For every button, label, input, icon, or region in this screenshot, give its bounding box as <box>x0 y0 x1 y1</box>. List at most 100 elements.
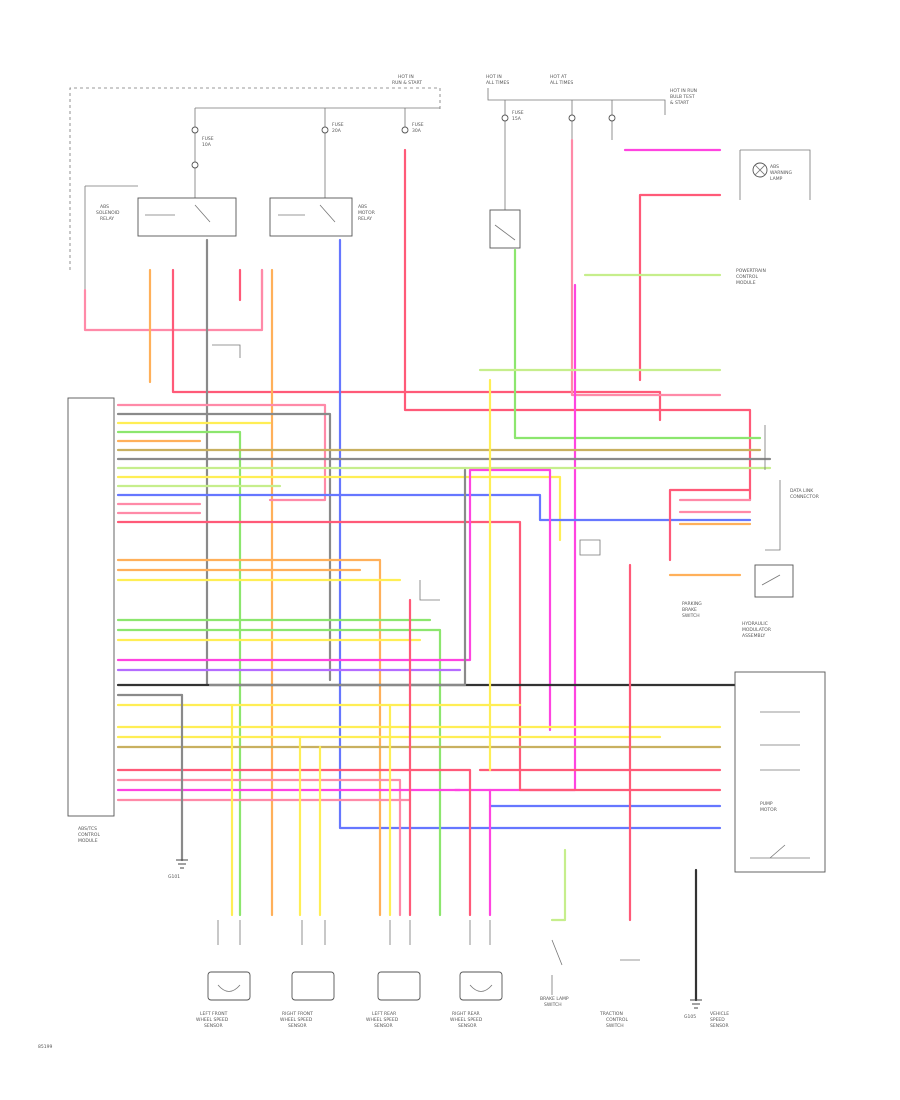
brake-switch-label-2: SWITCH <box>544 1002 562 1008</box>
park-brake-label-2: BRAKE <box>682 607 697 613</box>
ground-g1: G101 <box>168 693 188 880</box>
park-brake-switch: PARKING BRAKE SWITCH <box>682 564 794 619</box>
diagram-code: 85199 <box>38 1044 52 1050</box>
hydraulic-label-3: ASSEMBLY <box>742 633 766 639</box>
fuse-top-d-label-3: & START <box>670 100 689 106</box>
wss-rf-label-3: SENSOR <box>288 1023 307 1029</box>
connector-right-upper: DATA LINK CONNECTOR POWERTRAIN CONTROL M… <box>736 268 819 551</box>
relay-right <box>489 209 521 249</box>
pump-motor-label-1: PUMP <box>760 801 773 807</box>
g2-label: G105 <box>684 1014 696 1020</box>
wss-rf-label-2: WHEEL SPEED <box>280 1017 313 1023</box>
fuse-f4-label-1: FUSE <box>512 110 524 116</box>
wss-lr-label-1: LEFT REAR <box>372 1011 396 1017</box>
wire-ecu-pin2 <box>116 412 332 682</box>
fuse-f2: FUSE 20A <box>321 122 344 134</box>
wss-lr-label-3: SENSOR <box>374 1023 393 1029</box>
pcm-label-1: POWERTRAIN <box>736 268 766 274</box>
g1-label: G101 <box>168 874 180 880</box>
dlc-label-2: CONNECTOR <box>790 494 819 500</box>
wss-left-front: LEFT FRONT WHEEL SPEED SENSOR <box>196 920 251 1029</box>
relay-mid-label-1: ABS <box>358 204 367 210</box>
fuse-top-c-label-1: HOT AT <box>550 74 567 80</box>
fuse-f1-label-2: 10A <box>202 142 212 148</box>
top-power-feeds: HOT IN RUN & START HOT IN ALL TIMES HOT … <box>69 74 697 270</box>
fuse-top-d-label-1: HOT IN RUN <box>670 88 697 94</box>
pump-motor-label-2: MOTOR <box>760 807 777 813</box>
hydraulic-modulator: PUMP MOTOR HYDRAULIC MODULATOR ASSEMBLY <box>734 621 826 873</box>
pcm-label-3: MODULE <box>736 280 756 286</box>
warning-lamp: ABS WARNING LAMP <box>739 149 811 200</box>
warn-lamp-label-3: LAMP <box>770 176 783 182</box>
fuse-group: FUSE 10A FUSE 20A FUSE 30A FUSE 15A <box>191 110 616 169</box>
brake-lamp-switch: BRAKE LAMP SWITCH <box>540 939 569 1008</box>
wss-rr-label-3: SENSOR <box>458 1023 477 1029</box>
warn-lamp-label-1: ABS <box>770 164 779 170</box>
fuse-top-b-label-2: ALL TIMES <box>486 80 509 86</box>
vss-label-2: SPEED <box>710 1017 725 1023</box>
vehicle-speed-sensor: VEHICLE SPEED SENSOR <box>710 1011 729 1029</box>
ground-g2: G105 <box>684 868 702 1020</box>
relay-mid-label-3: RELAY <box>358 216 372 222</box>
relay-left-label-3: RELAY <box>100 216 114 222</box>
traction-sw-label-3: SWITCH <box>606 1023 624 1029</box>
wss-rr-label-1: RIGHT REAR <box>452 1011 480 1017</box>
brake-switch-label-1: BRAKE LAMP <box>540 996 569 1002</box>
wire-pink-fuse <box>570 138 722 397</box>
wire-ecu-pin4 <box>116 430 242 917</box>
hydraulic-label-1: HYDRAULIC <box>742 621 768 627</box>
wire-lightgreen-brake <box>550 848 567 922</box>
relay-left: ABS SOLENOID RELAY <box>84 185 237 330</box>
wss-lf-label-1: LEFT FRONT <box>200 1011 228 1017</box>
wire-green-relay <box>513 248 762 440</box>
vss-label-3: SENSOR <box>710 1023 729 1029</box>
grounds: G101 G105 <box>168 693 702 1020</box>
relay-mid: ABS MOTOR RELAY <box>269 197 375 237</box>
vss-label-1: VEHICLE <box>710 1011 729 1017</box>
wire-red-right <box>668 488 752 562</box>
wire-red-fuse3 <box>403 148 752 502</box>
hydraulic-label-2: MODULATOR <box>742 627 771 633</box>
fuse-f4-label-2: 15A <box>512 116 522 122</box>
ecu-box <box>67 397 115 817</box>
wire-ecu-pin15 <box>116 558 382 917</box>
relay-mid-label-2: MOTOR <box>358 210 375 216</box>
ecu-label-2: CONTROL <box>78 832 100 838</box>
wire-ecu-pin19 <box>116 628 442 917</box>
abs-control-module: ABS/TCS CONTROL MODULE <box>67 397 115 844</box>
wire-gray-loop <box>208 468 467 687</box>
traction-sw-label-1: TRACTION <box>599 1011 623 1017</box>
fuse-top-a-label-1: HOT IN <box>398 74 414 80</box>
hydraulic-modulator-box <box>734 671 826 873</box>
fuse-f3-label-2: 30A <box>412 128 422 134</box>
fuse-f2-label-1: FUSE <box>332 122 344 128</box>
relay-right-box <box>489 209 521 249</box>
wire-red-lamp <box>638 193 722 382</box>
wire-red-main <box>171 268 662 422</box>
wire-blue-bottom <box>338 238 722 830</box>
ecu-label-1: ABS/TCS <box>78 826 97 832</box>
wire-ecu-pin21 <box>116 468 552 732</box>
wires <box>83 138 772 922</box>
park-brake-label-1: PARKING <box>682 601 702 607</box>
wss-lf-label-3: SENSOR <box>204 1023 223 1029</box>
fuse-f3: FUSE 30A <box>401 122 424 134</box>
wss-rf-label-1: RIGHT FRONT <box>282 1011 313 1017</box>
fuse-f1: FUSE 10A <box>191 126 214 169</box>
dlc-label-1: DATA LINK <box>790 488 814 494</box>
fuse-f4: FUSE 15A <box>501 110 616 122</box>
fuse-f3-label-1: FUSE <box>412 122 424 128</box>
wss-right-front: RIGHT FRONT WHEEL SPEED SENSOR <box>280 920 335 1029</box>
fuse-f1-label-1: FUSE <box>202 136 214 142</box>
fuse-top-d-label-2: BULB TEST <box>670 94 695 100</box>
fuse-top-a-label-2: RUN & START <box>392 80 422 86</box>
wire-ecu-pin30 <box>116 778 402 917</box>
fuse-top-b-label-1: HOT IN <box>486 74 502 80</box>
wheel-speed-sensors: LEFT FRONT WHEEL SPEED SENSOR RIGHT FRON… <box>196 920 503 1029</box>
pcm-label-2: CONTROL <box>736 274 758 280</box>
wss-left-rear: LEFT REAR WHEEL SPEED SENSOR <box>366 920 421 1029</box>
relay-left-label-1: ABS <box>100 204 109 210</box>
wss-rr-label-2: WHEEL SPEED <box>450 1017 483 1023</box>
park-brake-box <box>754 564 794 598</box>
